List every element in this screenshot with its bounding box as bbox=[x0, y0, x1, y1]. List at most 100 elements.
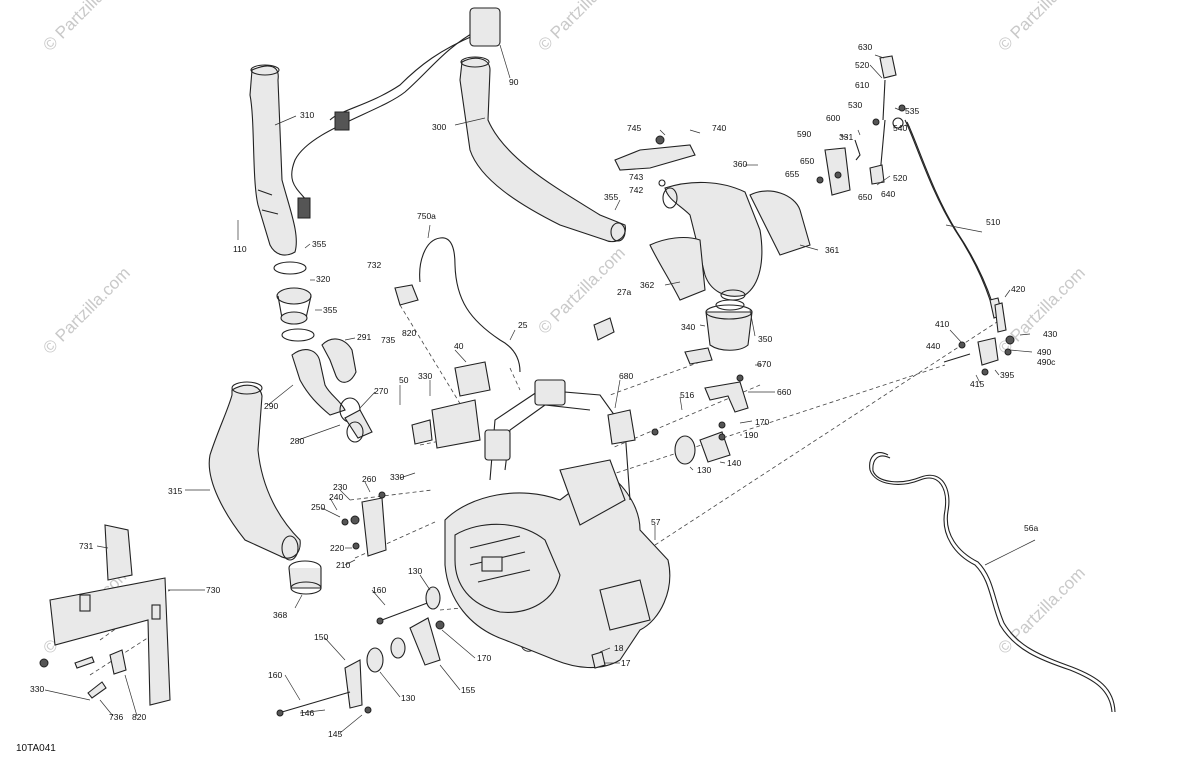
watermark: © Partzilla.com bbox=[534, 243, 628, 337]
intake-tube-315 bbox=[208, 381, 301, 561]
callout-90: 90 bbox=[509, 77, 519, 87]
callout-25: 25 bbox=[518, 320, 528, 330]
callout-395: 395 bbox=[1000, 370, 1014, 380]
callout-210: 210 bbox=[336, 560, 350, 570]
bracket-230 bbox=[341, 491, 387, 557]
callout-530: 530 bbox=[848, 100, 862, 110]
bolts-bottom-left bbox=[39, 649, 127, 699]
bracket-732 bbox=[394, 284, 419, 306]
callout-750a: 750a bbox=[417, 211, 436, 221]
callout-655: 655 bbox=[785, 169, 799, 179]
callout-420: 420 bbox=[1011, 284, 1025, 294]
callout-742: 742 bbox=[629, 185, 643, 195]
watermark: © Partzilla.com bbox=[994, 0, 1088, 55]
callout-730: 730 bbox=[206, 585, 220, 595]
callout-430: 430 bbox=[1043, 329, 1057, 339]
callout-745: 745 bbox=[627, 123, 641, 133]
watermark: © Partzilla.com bbox=[39, 0, 133, 55]
callout-640: 640 bbox=[881, 189, 895, 199]
fitting-27a bbox=[593, 317, 615, 341]
watermark: © Partzilla.com bbox=[994, 563, 1088, 657]
callout-320: 320 bbox=[316, 274, 330, 284]
callout-410: 410 bbox=[935, 319, 949, 329]
bracket-730-731 bbox=[49, 524, 171, 706]
callout-280: 280 bbox=[290, 436, 304, 446]
callout-160: 160 bbox=[372, 585, 386, 595]
callout-190: 190 bbox=[744, 430, 758, 440]
watermark: © Partzilla.com bbox=[534, 0, 628, 55]
callout-520: 520 bbox=[893, 173, 907, 183]
callout-735: 735 bbox=[381, 335, 395, 345]
callout-680: 680 bbox=[619, 371, 633, 381]
callout-145: 145 bbox=[328, 729, 342, 739]
elbow-290-291 bbox=[291, 338, 357, 416]
pulley-130c bbox=[276, 647, 384, 717]
callout-490c: 490c bbox=[1037, 357, 1056, 367]
callout-150: 150 bbox=[314, 632, 328, 642]
callout-18: 18 bbox=[614, 643, 624, 653]
callout-40: 40 bbox=[454, 341, 464, 351]
bracket-680 bbox=[607, 409, 659, 445]
callout-270: 270 bbox=[374, 386, 388, 396]
callout-368: 368 bbox=[273, 610, 287, 620]
callout-130: 130 bbox=[408, 566, 422, 576]
callout-315: 315 bbox=[168, 486, 182, 496]
callout-630: 630 bbox=[858, 42, 872, 52]
callout-340: 340 bbox=[681, 322, 695, 332]
callout-110: 110 bbox=[233, 244, 247, 254]
coupler-270 bbox=[339, 397, 373, 443]
filter-340 bbox=[684, 299, 753, 365]
callout-736: 736 bbox=[109, 712, 123, 722]
callout-labels: 90 310 300 745 740 743 742 360 355 361 3… bbox=[30, 42, 1057, 739]
callout-732: 732 bbox=[367, 260, 381, 270]
callout-355: 355 bbox=[323, 305, 337, 315]
callout-600: 600 bbox=[826, 113, 840, 123]
drain-plug-17 bbox=[591, 651, 606, 669]
callout-130: 130 bbox=[697, 465, 711, 475]
callout-240: 240 bbox=[329, 492, 343, 502]
callout-27a: 27a bbox=[617, 287, 631, 297]
shift-linkage bbox=[943, 302, 1015, 376]
callout-590: 590 bbox=[797, 129, 811, 139]
hose-56a bbox=[869, 452, 1116, 713]
engine-block bbox=[444, 379, 671, 669]
callout-155: 155 bbox=[461, 685, 475, 695]
callout-57: 57 bbox=[651, 517, 661, 527]
bracket-740 bbox=[614, 135, 696, 187]
callout-415: 415 bbox=[970, 379, 984, 389]
callout-220: 220 bbox=[330, 543, 344, 553]
callout-170: 170 bbox=[477, 653, 491, 663]
callout-740: 740 bbox=[712, 123, 726, 133]
watermark: © Partzilla.com bbox=[39, 263, 133, 357]
callout-540: 540 bbox=[893, 123, 907, 133]
callout-17: 17 bbox=[621, 658, 631, 668]
leader-lines bbox=[44, 44, 1036, 734]
callout-50: 50 bbox=[399, 375, 409, 385]
callout-310: 310 bbox=[300, 110, 314, 120]
callout-362: 362 bbox=[640, 280, 654, 290]
callout-650: 650 bbox=[858, 192, 872, 202]
bolt-160a bbox=[376, 586, 441, 625]
callout-290: 290 bbox=[264, 401, 278, 411]
callout-516: 516 bbox=[680, 390, 694, 400]
callout-510: 510 bbox=[986, 217, 1000, 227]
callout-330: 330 bbox=[390, 472, 404, 482]
intake-tube-310 bbox=[249, 64, 297, 256]
callout-535: 535 bbox=[905, 106, 919, 116]
callout-670: 670 bbox=[757, 359, 771, 369]
callout-520: 520 bbox=[855, 60, 869, 70]
diagram-code: 10TA041 bbox=[16, 743, 56, 754]
callout-230: 230 bbox=[333, 482, 347, 492]
fuel-line-750a bbox=[419, 237, 521, 373]
callout-610: 610 bbox=[855, 80, 869, 90]
callout-331: 331 bbox=[839, 132, 853, 142]
callout-160: 160 bbox=[268, 670, 282, 680]
callout-440: 440 bbox=[926, 341, 940, 351]
shifter-assembly bbox=[816, 55, 906, 196]
callout-650: 650 bbox=[800, 156, 814, 166]
callout-820: 820 bbox=[132, 712, 146, 722]
callout-300: 300 bbox=[432, 122, 446, 132]
callout-743: 743 bbox=[629, 172, 643, 182]
callout-330: 330 bbox=[30, 684, 44, 694]
callout-140: 140 bbox=[727, 458, 741, 468]
